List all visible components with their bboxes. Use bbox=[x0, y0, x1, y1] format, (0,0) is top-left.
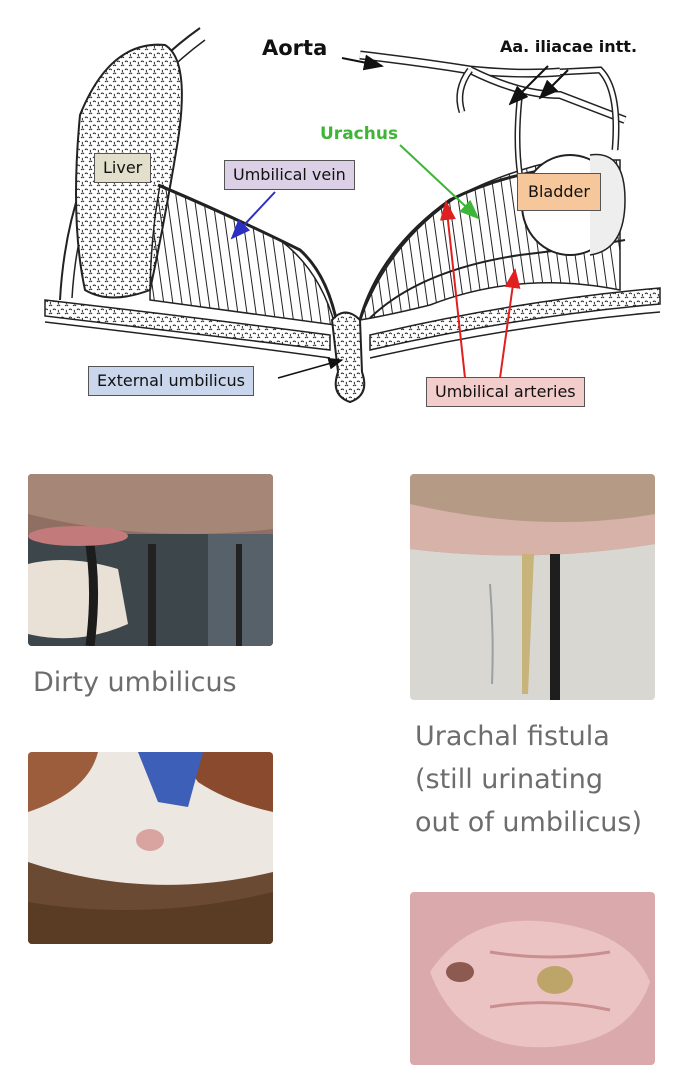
bladder-label: Bladder bbox=[517, 173, 601, 211]
urachus-label: Urachus bbox=[320, 124, 399, 144]
external-umbilicus-shape bbox=[330, 311, 366, 404]
photo-umbilical-examination bbox=[28, 752, 273, 944]
caption-dirty-umbilicus: Dirty umbilicus bbox=[33, 667, 237, 698]
aorta-label: Aorta bbox=[262, 36, 328, 60]
umbilical-arteries-label: Umbilical arteries bbox=[426, 377, 585, 407]
iliac-arteries-label: Aa. iliacae intt. bbox=[500, 37, 638, 56]
caption-urachal-fistula: Urachal fistula (still urinating out of … bbox=[415, 721, 643, 838]
umbilical-anatomy-diagram: Aorta Aa. iliacae intt. Urachus Liver Um… bbox=[0, 0, 674, 440]
umbilical-vein-label: Umbilical vein bbox=[224, 160, 355, 190]
photo-umbilical-infection bbox=[410, 892, 655, 1065]
photo-urachal-fistula bbox=[410, 474, 655, 700]
liver-label: Liver bbox=[94, 153, 152, 183]
external-umbilicus-label: External umbilicus bbox=[88, 366, 254, 396]
photo-dirty-umbilicus bbox=[28, 474, 273, 646]
